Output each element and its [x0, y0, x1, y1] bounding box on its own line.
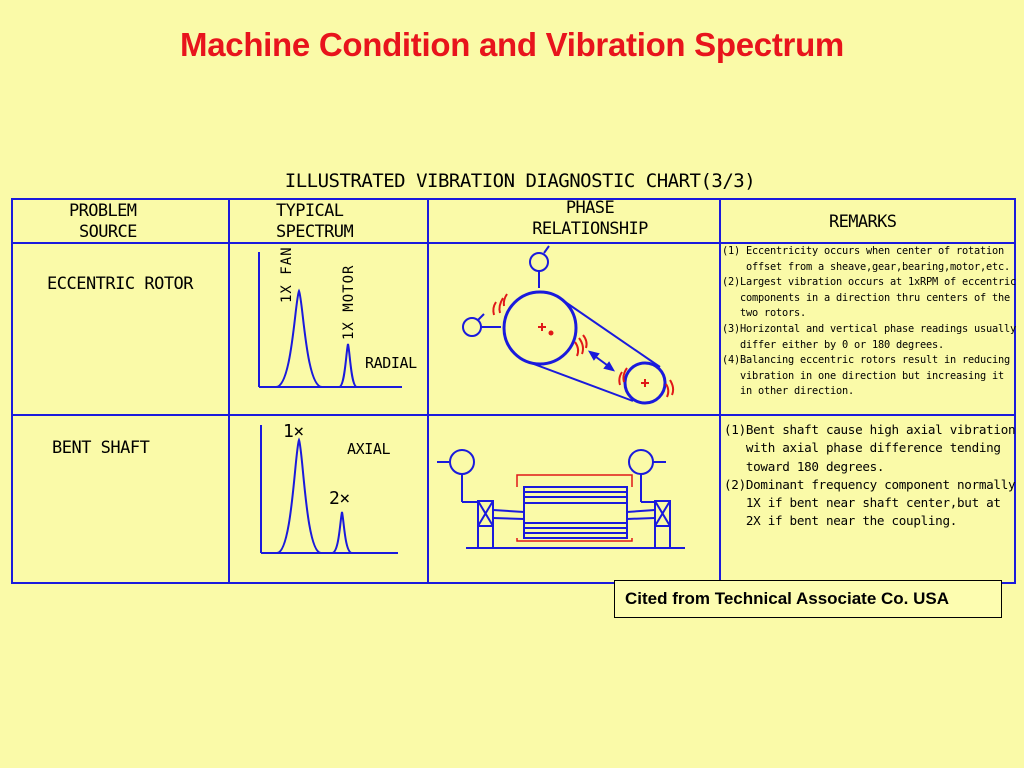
- spectrum-axial: [260, 425, 398, 554]
- peak-1x-motor: [338, 343, 358, 388]
- label-2x: 2×: [329, 488, 350, 509]
- label-axial: AXIAL: [347, 440, 391, 458]
- remarks-eccentric-rotor: (1) Eccentricity occurs when center of r…: [722, 245, 1016, 398]
- shaft-right-bottom: [626, 517, 656, 520]
- problem-bent-shaft: BENT SHAFT: [52, 438, 150, 458]
- eccentric-mass-dot: [548, 330, 554, 336]
- problem-eccentric-rotor: ECCENTRIC ROTOR: [47, 274, 194, 294]
- peak-1x-fan: [275, 288, 323, 388]
- large-sheave: [502, 290, 578, 366]
- table-grid: [11, 198, 1016, 584]
- shaft-left-top: [492, 509, 525, 513]
- label-1x: 1×: [283, 421, 304, 442]
- header-phase-line2: RELATIONSHIP: [532, 219, 648, 239]
- sensor-left: [462, 317, 482, 337]
- header-problem-line1: PROBLEM: [69, 201, 137, 221]
- sensor-left-2: [449, 449, 475, 475]
- small-sheave: [623, 361, 667, 405]
- label-1x-motor: 1X MOTOR: [341, 264, 357, 340]
- peak-1x: [276, 437, 322, 554]
- label-1x-fan: 1X FAN: [279, 246, 295, 303]
- belt-lower: [522, 359, 634, 402]
- label-radial: RADIAL: [365, 354, 417, 372]
- header-remarks: REMARKS: [829, 212, 897, 232]
- remarks-bent-shaft: (1)Bent shaft cause high axial vibration…: [724, 422, 1016, 529]
- table-border: [11, 198, 1016, 584]
- sensor-top-tick: [543, 245, 550, 254]
- header-phase-line1: PHASE: [565, 198, 615, 218]
- page-title: Machine Condition and Vibration Spectrum: [180, 26, 844, 63]
- sensor-top: [529, 252, 549, 272]
- citation-box: Cited from Technical Associate Co. USA: [614, 580, 1002, 618]
- arrow-head-2: [603, 361, 616, 372]
- header-problem-source: PROBLEM SOURCE: [69, 201, 137, 243]
- header-problem-line2: SOURCE: [79, 222, 137, 242]
- shaft-right-top: [626, 509, 656, 513]
- sensor-left-tick: [477, 313, 485, 321]
- bearing-right: [654, 500, 671, 527]
- header-typical-spectrum: TYPICAL SPECTRUM: [276, 201, 354, 243]
- phase-diagram-bent-shaft: [437, 449, 685, 549]
- header-phase-relationship: PHASE RELATIONSHIP: [524, 198, 656, 240]
- bearing-left: [477, 500, 494, 527]
- shaft-left-bottom: [492, 517, 525, 520]
- vibration-marks-eccentric: [492, 293, 675, 398]
- spectrum-radial: [258, 252, 402, 388]
- belt-upper: [557, 296, 661, 368]
- header-spectrum-line1: TYPICAL: [276, 201, 344, 221]
- peak-2x: [331, 511, 353, 554]
- arrow-head-1: [587, 350, 600, 361]
- header-spectrum-line2: SPECTRUM: [276, 222, 354, 242]
- sensor-right-2: [628, 449, 654, 475]
- rotor-body: [523, 486, 628, 539]
- chart-title: ILLUSTRATED VIBRATION DIAGNOSTIC CHART(3…: [284, 170, 756, 192]
- bent-shaft-highlight: [516, 474, 633, 542]
- phase-diagram-eccentric: [462, 245, 667, 405]
